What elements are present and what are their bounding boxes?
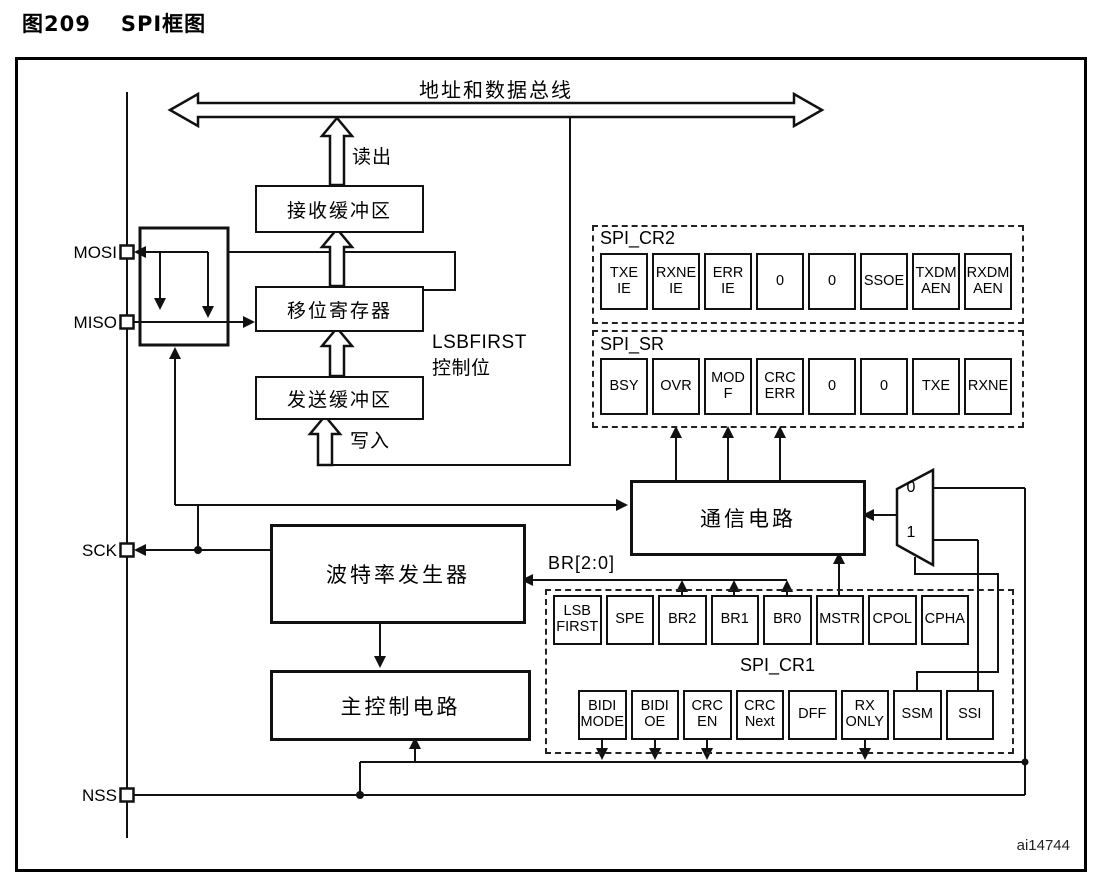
figure-title: 图209 SPI框图: [22, 8, 206, 38]
register-cell: MSTR: [815, 595, 864, 645]
block-comm-circuit: 通信电路: [630, 480, 866, 556]
register-cell: RXDM AEN: [964, 253, 1012, 310]
block-baud-rate-generator: 波特率发生器: [270, 524, 526, 624]
control-bus-line: [360, 737, 1025, 763]
register-cell: BSY: [600, 358, 648, 415]
read-label: 读出: [352, 146, 393, 168]
register-cell: 0: [756, 253, 804, 310]
register-cell: TXDM AEN: [912, 253, 960, 310]
ssm-select-line: [914, 557, 999, 690]
register-cell: BR1: [710, 595, 759, 645]
mosi-pin: [119, 244, 135, 260]
pin-label-nss: NSS: [82, 786, 117, 805]
mux-input-1-label: 1: [906, 524, 916, 541]
figure-name: SPI框图: [120, 12, 207, 36]
block-master-control: 主控制电路: [270, 670, 531, 741]
write-path-line: [325, 116, 571, 466]
read-arrow: [319, 116, 355, 187]
br-bus-label: BR[2:0]: [548, 553, 616, 573]
register-cell: BIDI MODE: [578, 690, 627, 740]
register-cell: RXNE IE: [652, 253, 700, 310]
pin-switch-box: [133, 226, 255, 347]
write-label: 写入: [350, 430, 391, 452]
register-spi-cr1-row1: LSB FIRST SPE BR2 BR1 BR0 MSTR CPOL CPHA: [553, 595, 969, 645]
block-tx-buffer: 发送缓冲区: [255, 376, 424, 420]
lsbfirst-label: LSBFIRST 控制位: [432, 332, 527, 379]
register-cell: SSOE: [860, 253, 908, 310]
figure-code: ai14744: [1016, 837, 1070, 854]
register-cell: ERR IE: [704, 253, 752, 310]
register-cell: SSM: [893, 690, 942, 740]
register-spi-sr-box: [592, 330, 1024, 428]
write-arrow: [307, 414, 343, 467]
register-cell: 0: [860, 358, 908, 415]
mux-output-arrow: [862, 509, 897, 521]
register-cell: BIDI OE: [630, 690, 679, 740]
register-spi-cr2-box: [592, 225, 1024, 324]
register-spi-sr-name: SPI_SR: [600, 334, 665, 354]
register-cell: CPHA: [920, 595, 969, 645]
address-data-bus-arrow: [167, 91, 825, 129]
status-bit-arrows: [670, 426, 786, 480]
pin-label-sck: SCK: [82, 541, 117, 560]
register-cell: CPOL: [868, 595, 917, 645]
pin-label-mosi: MOSI: [73, 243, 117, 262]
nss-mux-shape: [895, 467, 935, 568]
register-spi-cr1-name: SPI_CR1: [739, 655, 816, 675]
register-cell: TXE: [912, 358, 960, 415]
nss-line: [133, 762, 1025, 799]
block-shift-register: 移位寄存器: [255, 286, 424, 332]
shift-tx-arrow: [319, 326, 355, 378]
register-cell: MOD F: [704, 358, 752, 415]
block-rx-buffer: 接收缓冲区: [255, 185, 424, 233]
register-spi-cr2-name: SPI_CR2: [600, 228, 676, 248]
baud-to-master-arrow: [374, 618, 386, 668]
diagram-frame: [15, 57, 1087, 872]
mux-input-0-label: 0: [906, 479, 916, 496]
figure-number: 图209: [22, 12, 91, 36]
register-cell: CRC Next: [735, 690, 784, 740]
register-cell: RXNE: [964, 358, 1012, 415]
register-cell: SPE: [605, 595, 654, 645]
register-cell: SSI: [945, 690, 994, 740]
register-cell: TXE IE: [600, 253, 648, 310]
pin-label-miso: MISO: [73, 313, 117, 332]
register-cell: CRC ERR: [756, 358, 804, 415]
register-cell: OVR: [652, 358, 700, 415]
register-cell: DFF: [788, 690, 837, 740]
address-data-bus-label: 地址和数据总线: [419, 78, 573, 102]
nss-pin: [119, 787, 135, 803]
register-cell: BR0: [763, 595, 812, 645]
register-cell: 0: [808, 358, 856, 415]
register-cell: 0: [808, 253, 856, 310]
sck-line: [134, 505, 270, 556]
mux-input-lines: [933, 487, 1029, 795]
switch-control-line: [169, 347, 628, 511]
register-spi-cr1-row2: BIDI MODE BIDI OE CRC EN CRC Next DFF RX…: [578, 690, 994, 740]
register-cell: BR2: [658, 595, 707, 645]
register-spi-cr2-cells: TXE IE RXNE IE ERR IE 0 0 SSOE TXDM AEN …: [600, 253, 1012, 310]
sck-pin: [119, 542, 135, 558]
pin-squares: [119, 244, 135, 803]
register-cell: LSB FIRST: [553, 595, 602, 645]
register-spi-sr-cells: BSY OVR MOD F CRC ERR 0 0 TXE RXNE: [600, 358, 1012, 415]
miso-pin: [119, 314, 135, 330]
register-cell: CRC EN: [683, 690, 732, 740]
register-cell: RX ONLY: [840, 690, 889, 740]
rx-shift-arrow: [319, 227, 355, 288]
register-spi-cr1-box: [545, 589, 1014, 754]
